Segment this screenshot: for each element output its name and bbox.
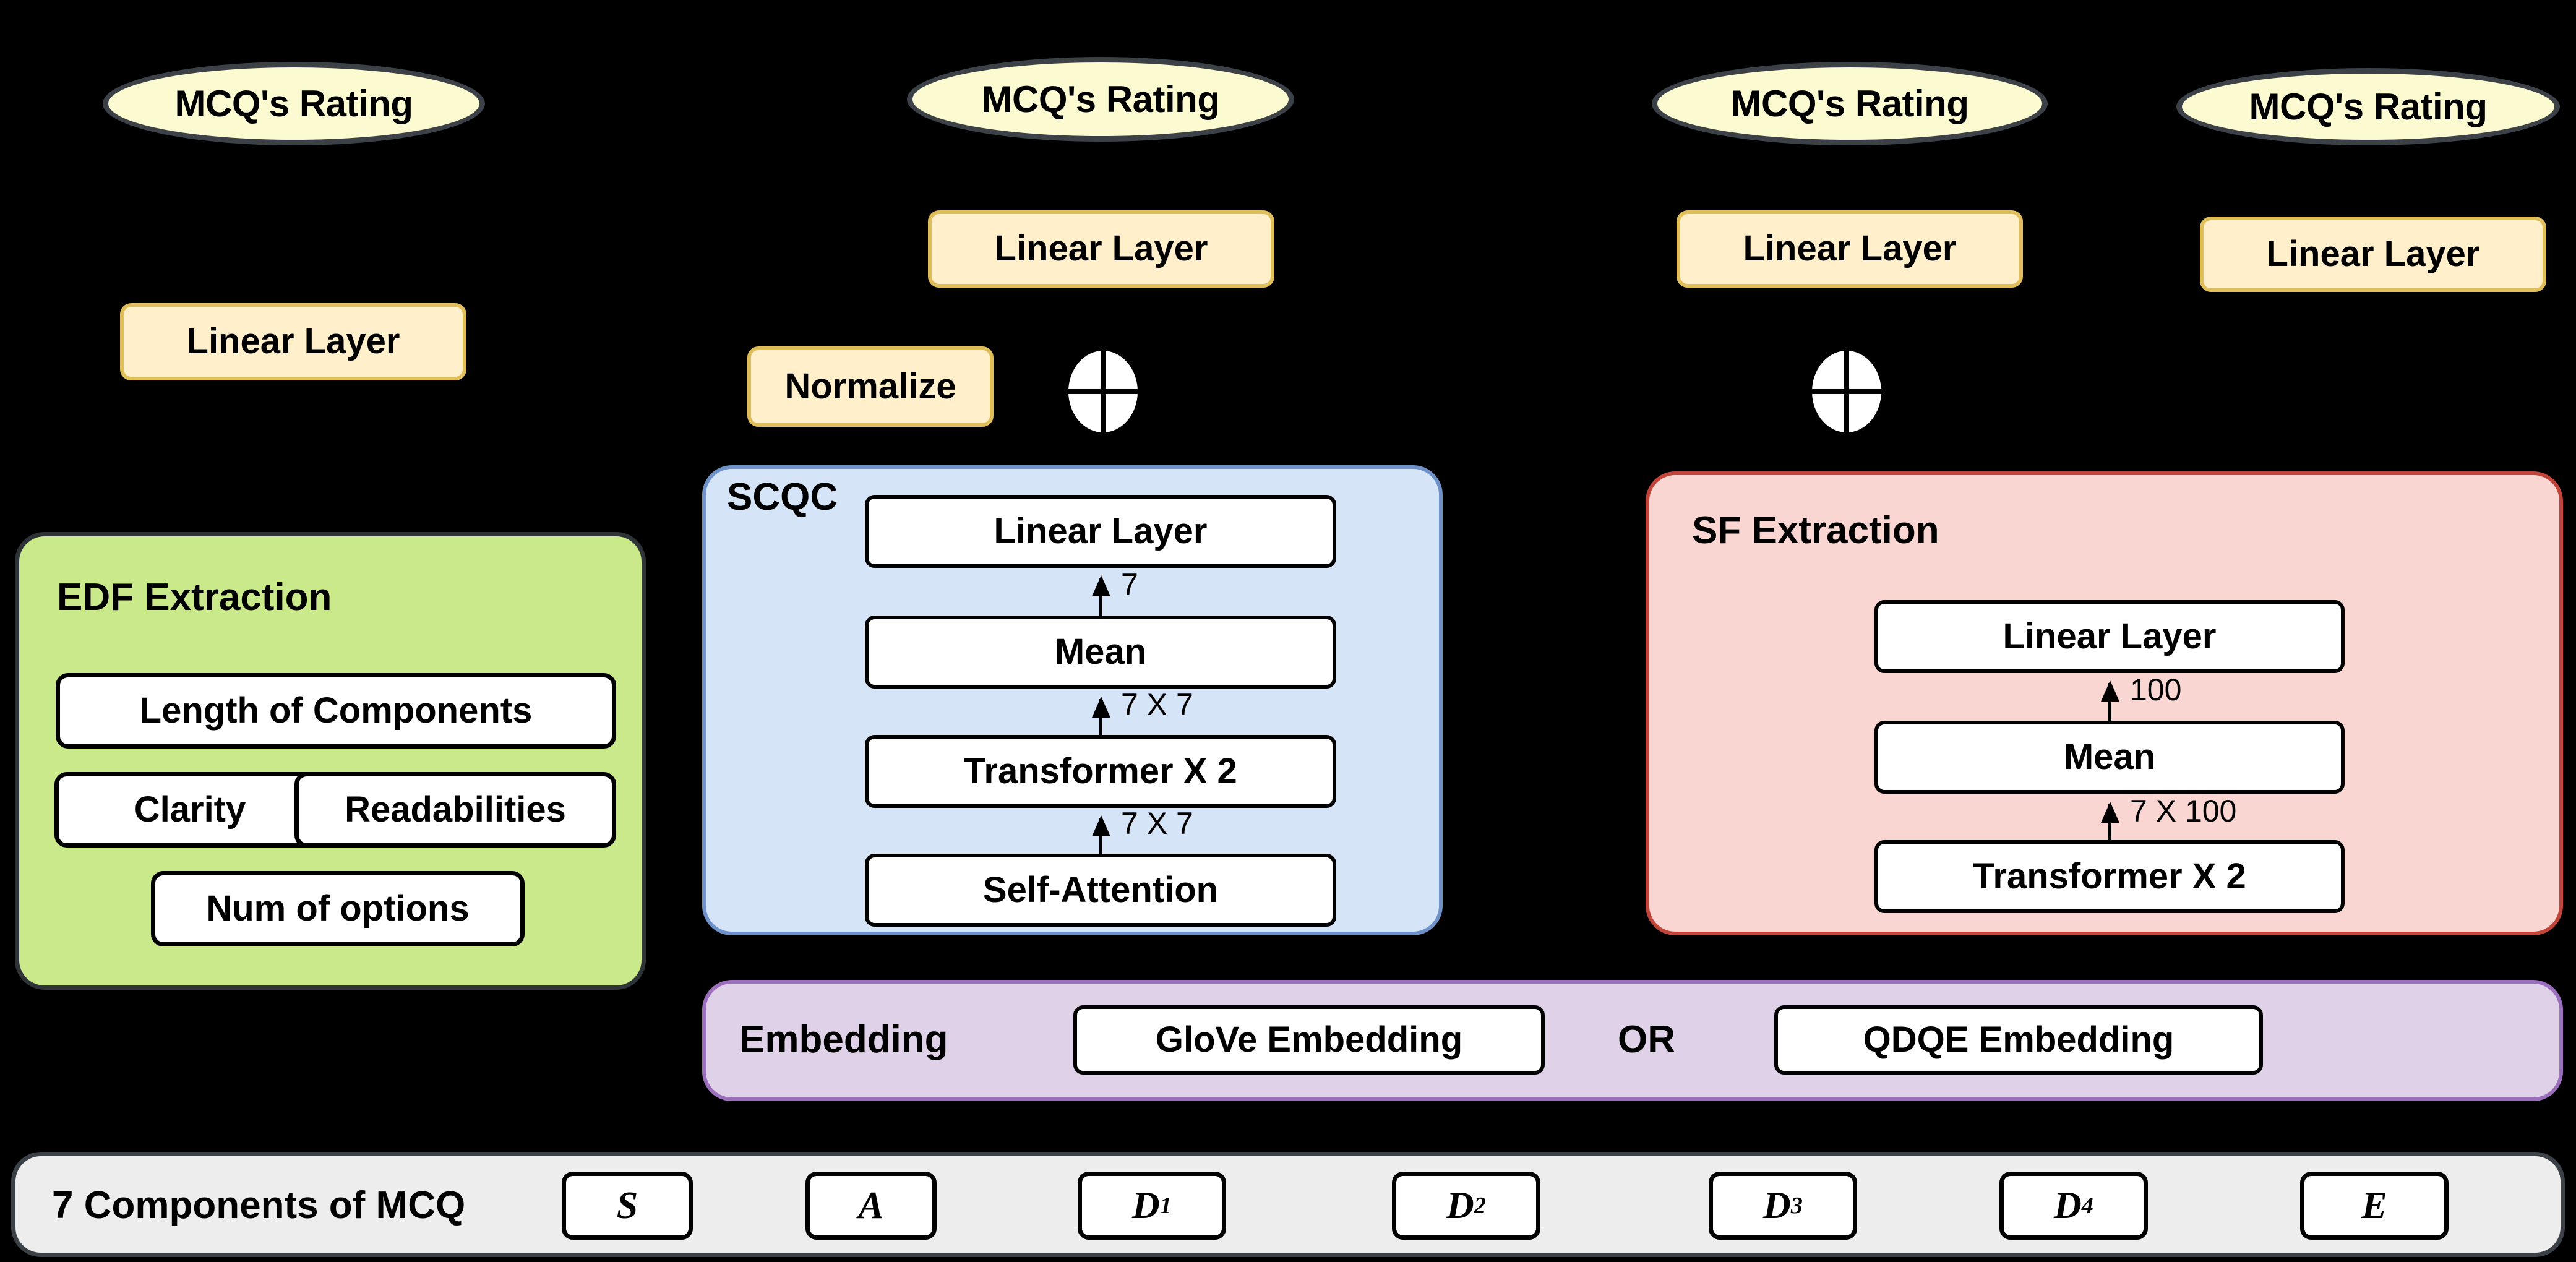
scqc-transformer: Transformer X 2 [865, 735, 1336, 808]
sf-linear-layer: Linear Layer [1874, 600, 2345, 673]
component-chip-e: E [2300, 1172, 2449, 1240]
scqc-stack-label: Mean [1054, 631, 1147, 672]
head-linear-layer-3: Linear Layer [1677, 210, 2023, 288]
component-chip-base: A [858, 1184, 884, 1227]
component-chip-base: D [1446, 1184, 1474, 1227]
mcq-rating-oval-4: MCQ's Rating [2176, 68, 2560, 145]
mcq-rating-oval-3-label: MCQ's Rating [1730, 83, 1969, 124]
scqc-linear-layer: Linear Layer [865, 495, 1336, 568]
edf-feature-length-of-components: Length of Components [56, 673, 616, 749]
glove-embedding-label: GloVe Embedding [1155, 1019, 1463, 1060]
scqc-mean: Mean [865, 616, 1336, 689]
head-linear-layer-3-label: Linear Layer [1743, 228, 1957, 269]
scqc-arrow-label-7: 7 [1121, 567, 1138, 602]
component-chip-s: S [562, 1172, 693, 1240]
mcq-rating-oval-1-label: MCQ's Rating [174, 83, 413, 124]
sf-extraction-title: SF Extraction [1692, 509, 1939, 552]
scqc-arrow-selfattn-to-transformer [1092, 815, 1110, 855]
sf-arrow-label-7x100: 7 X 100 [2130, 794, 2237, 828]
scqc-title: SCQC [727, 476, 838, 518]
component-chip-sub: 4 [2081, 1193, 2093, 1219]
sf-stack-label: Linear Layer [2003, 616, 2217, 656]
mcq-rating-oval-1: MCQ's Rating [103, 62, 485, 145]
edf-extraction-title: EDF Extraction [57, 576, 332, 619]
edf-feature-label: Num of options [206, 888, 470, 929]
component-chip-sub: 1 [1159, 1193, 1172, 1219]
embedding-title: Embedding [739, 1018, 948, 1061]
plus-circle-icon-1 [1068, 351, 1138, 432]
plus-horizontal-bar [1068, 389, 1138, 394]
scqc-arrow-label-7x7-lower: 7 X 7 [1121, 806, 1193, 841]
component-chip-base: D [2054, 1184, 2082, 1227]
sf-stack-label: Mean [2063, 736, 2156, 777]
component-chip-sub: 2 [1474, 1193, 1486, 1219]
scqc-stack-label: Linear Layer [994, 510, 1208, 551]
head-linear-layer-1: Linear Layer [120, 303, 466, 380]
sf-transformer: Transformer X 2 [1874, 840, 2345, 913]
glove-embedding-box: GloVe Embedding [1073, 1005, 1545, 1075]
component-chip-base: D [1132, 1184, 1160, 1227]
qdqe-embedding-box: QDQE Embedding [1774, 1005, 2263, 1075]
mcq-rating-oval-3: MCQ's Rating [1652, 62, 2048, 145]
sf-stack-label: Transformer X 2 [1973, 856, 2246, 896]
head-linear-layer-4: Linear Layer [2200, 217, 2546, 292]
scqc-arrow-transformer-to-mean [1092, 697, 1110, 736]
head-linear-layer-1-label: Linear Layer [186, 321, 400, 362]
scqc-self-attention: Self-Attention [865, 854, 1336, 927]
edf-feature-clarity: Clarity [54, 772, 325, 848]
plus-circle-icon-2 [1812, 351, 1881, 432]
normalize-label: Normalize [784, 366, 956, 406]
edf-feature-readabilities: Readabilities [294, 772, 616, 848]
component-chip-sub: 3 [1790, 1193, 1803, 1219]
scqc-arrow-label-7x7-upper: 7 X 7 [1121, 687, 1193, 722]
mcq-rating-oval-4-label: MCQ's Rating [2249, 86, 2488, 127]
component-chip-base: E [2361, 1184, 2387, 1227]
edf-feature-label: Length of Components [139, 690, 533, 731]
embedding-or-label: OR [1618, 1018, 1675, 1061]
mcq-rating-oval-2-label: MCQ's Rating [981, 79, 1220, 120]
component-chip-base: D [1763, 1184, 1791, 1227]
qdqe-embedding-label: QDQE Embedding [1863, 1019, 2175, 1060]
edf-feature-label: Readabilities [345, 789, 566, 830]
plus-horizontal-bar [1812, 389, 1881, 394]
components-title: 7 Components of MCQ [52, 1183, 466, 1227]
sf-arrow-label-100: 100 [2130, 672, 2182, 707]
component-chip-base: S [616, 1184, 638, 1227]
scqc-stack-label: Transformer X 2 [964, 750, 1237, 791]
head-linear-layer-2-label: Linear Layer [994, 228, 1208, 269]
sf-mean: Mean [1874, 721, 2345, 794]
head-linear-layer-4-label: Linear Layer [2266, 233, 2480, 274]
component-chip-a: A [805, 1172, 937, 1240]
scqc-stack-label: Self-Attention [982, 869, 1219, 910]
head-linear-layer-2: Linear Layer [928, 210, 1274, 288]
sf-arrow-mean-to-linear [2101, 680, 2119, 721]
edf-feature-num-of-options: Num of options [151, 871, 525, 946]
sf-arrow-transformer-to-mean [2101, 802, 2119, 841]
normalize-box: Normalize [747, 346, 994, 427]
mcq-rating-oval-2: MCQ's Rating [907, 57, 1294, 142]
edf-feature-label: Clarity [134, 789, 246, 830]
scqc-arrow-mean-to-linear [1092, 575, 1110, 617]
